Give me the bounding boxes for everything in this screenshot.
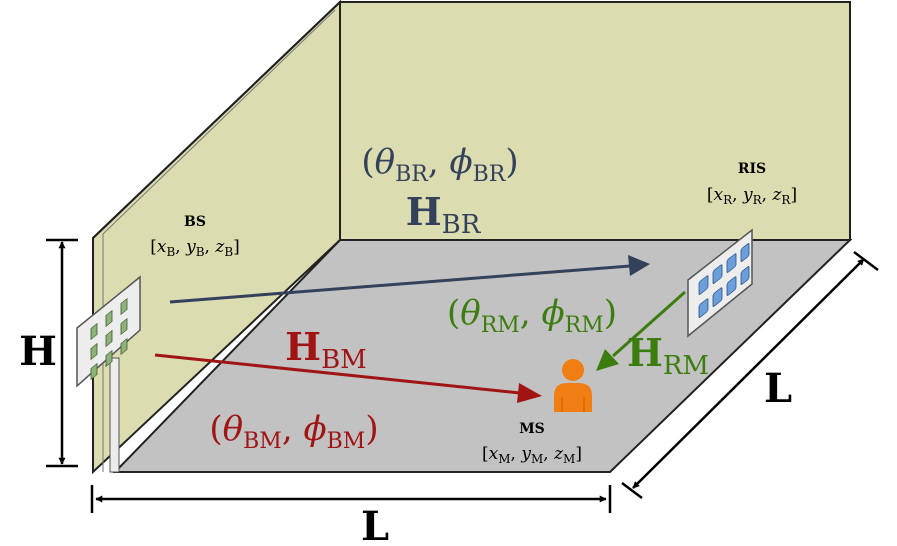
bs-element <box>90 322 98 341</box>
bs-coord-x: x <box>157 237 167 257</box>
ris-coord-x-sub: R <box>723 193 733 207</box>
ms-coord-x-sub: M <box>498 452 510 466</box>
angles-bm-label: (θBM, ϕBM) <box>209 409 378 454</box>
bs-element <box>120 337 128 356</box>
ris-element <box>726 253 737 273</box>
angles-br-label: (θBR, ϕBR) <box>361 142 518 187</box>
channel-bm-symbol: H <box>285 324 321 369</box>
ris-element <box>726 276 737 296</box>
ms-coord-y-sub: M <box>531 452 543 466</box>
ris-element <box>740 243 750 262</box>
ris-element <box>712 287 723 307</box>
ms-coord-z-sub: M <box>563 452 575 466</box>
bs-coord-y-sub: B <box>196 245 205 259</box>
ms-coord-x: x <box>489 444 499 464</box>
bs-coord-x-sub: B <box>166 245 175 259</box>
arrow-bm <box>154 353 521 395</box>
length-right-label: L <box>764 365 792 412</box>
ris-panel <box>687 228 753 338</box>
height-label: H <box>19 328 57 375</box>
person-body <box>554 383 592 412</box>
angles-rm-theta: θ <box>460 293 480 333</box>
ris-element <box>740 266 750 285</box>
arrowhead-br <box>628 255 650 276</box>
angles-rm-phi: ϕ <box>541 293 564 333</box>
bs-antenna-elements <box>90 297 128 381</box>
angles-br-phi: ϕ <box>449 142 472 182</box>
length-bottom-label: L <box>361 503 389 546</box>
ris-elements <box>698 243 750 318</box>
bs-element <box>90 342 98 361</box>
ris-element <box>712 264 723 284</box>
angles-bm-phi: ϕ <box>303 409 326 449</box>
bs-element <box>105 349 113 368</box>
bs-coord-y: y <box>185 237 196 257</box>
dimension-length-right: L <box>621 251 879 499</box>
ris-coords: [xR, yR, zR] <box>707 185 797 207</box>
dimension-height: H <box>19 238 78 468</box>
bs-coord-z: z <box>214 237 225 257</box>
ms-title: MS <box>519 421 545 437</box>
length-right-arrow <box>632 258 865 489</box>
angles-bm-phi-sub: BM <box>327 429 366 454</box>
angles-rm-theta-sub: RM <box>481 313 520 338</box>
length-right-tick-top <box>853 251 879 271</box>
angles-bm-theta-sub: BM <box>243 429 282 454</box>
bs-coord-z-sub: B <box>224 245 233 259</box>
ris-element <box>698 298 709 318</box>
ris-coord-z: z <box>771 185 782 205</box>
ris-label: RIS [xR, yR, zR] <box>707 161 797 207</box>
channel-br-label: HBR <box>406 189 482 240</box>
length-right-tick-bottom <box>621 482 643 499</box>
person-icon <box>554 359 592 412</box>
angles-bm-theta: θ <box>223 409 243 449</box>
ms-coord-y: y <box>520 444 531 464</box>
arrow-rm <box>612 290 686 358</box>
angles-br-theta-sub: BR <box>395 162 429 187</box>
ris-coord-y: y <box>742 185 753 205</box>
channel-rm-sub: RM <box>663 351 709 381</box>
ris-element <box>698 275 709 295</box>
wall-top-edge <box>92 1 341 239</box>
channel-br-sub: BR <box>442 210 482 240</box>
dimension-length-bottom: L <box>90 485 612 546</box>
ris-title: RIS <box>738 161 766 177</box>
bs-element <box>90 362 98 381</box>
person-head <box>562 359 584 381</box>
arrowhead-bm <box>517 383 542 403</box>
wall-top-edge-inner <box>102 9 336 235</box>
bs-pole <box>109 357 120 473</box>
angles-br-phi-sub: BR <box>473 162 507 187</box>
channel-br-symbol: H <box>406 189 442 234</box>
angles-rm-phi-sub: RM <box>565 313 604 338</box>
bs-title: BS <box>184 214 206 230</box>
angles-br-theta: θ <box>375 142 395 182</box>
bs-element <box>120 317 128 336</box>
ris-coord-y-sub: R <box>753 193 763 207</box>
ris-coord-z-sub: R <box>781 193 791 207</box>
channel-bm-label: HBM <box>285 324 367 375</box>
channel-arrows <box>154 255 686 403</box>
bs-element <box>105 329 113 348</box>
channel-bm-sub: BM <box>321 345 367 375</box>
bs-element <box>105 309 113 328</box>
base-station <box>76 275 141 473</box>
ris-coord-x: x <box>714 185 724 205</box>
ms-coord-z: z <box>553 444 564 464</box>
channel-rm-symbol: H <box>627 330 663 375</box>
arrow-br <box>169 264 631 304</box>
arrowhead-rm <box>596 349 619 371</box>
bs-element <box>120 297 128 316</box>
channel-rm-label: HRM <box>627 330 709 381</box>
